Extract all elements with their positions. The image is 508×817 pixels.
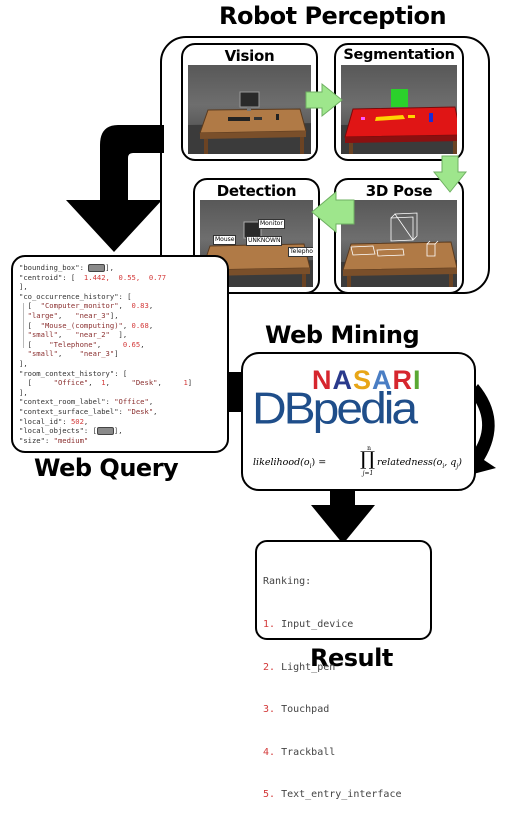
- nasari-letter: R: [392, 365, 414, 395]
- result-box: [255, 540, 432, 640]
- green-arrow-pose-to-detection: [311, 190, 355, 234]
- ranking-item: 3. Touchpad: [263, 704, 330, 716]
- segmentation-scene-drawing: [341, 89, 457, 154]
- segmentation-panel: Segmentation: [334, 43, 464, 161]
- ranking-item: 4. Trackball: [263, 746, 336, 758]
- collapsed-array-icon[interactable]: [88, 264, 106, 272]
- nasari-letter: S: [353, 365, 373, 395]
- query-line: "local_objects": [],: [19, 426, 123, 436]
- pose-3d-panel: 3D Pose: [334, 178, 464, 294]
- vision-panel: Vision: [181, 43, 318, 161]
- query-line: "room_context_history": [: [19, 368, 128, 378]
- nasari-letter: N: [312, 365, 333, 395]
- product-symbol: ∏: [360, 448, 376, 470]
- segmentation-scene-image: [341, 65, 457, 154]
- ranking-item: 1. Input_device: [263, 619, 354, 631]
- pose-3d-panel-title: 3D Pose: [365, 182, 433, 200]
- query-line: ],: [19, 358, 28, 368]
- query-line: [ "Computer_monitor", 0.83,: [19, 301, 154, 311]
- detection-label-mouse: Mouse: [213, 235, 237, 245]
- nasari-letter: I: [413, 365, 422, 395]
- ranking-item: 2. Light_pen: [263, 661, 336, 673]
- collapsed-array-icon[interactable]: [96, 427, 114, 436]
- dbpedia-logo: DBpedia: [252, 384, 418, 434]
- query-line: "local_id": 502,: [19, 416, 89, 426]
- query-line: [ "Telephone", 0.65,: [19, 339, 145, 349]
- query-line: "context_room_label": "Office",: [19, 397, 154, 407]
- ranking-item: 5. Text_entry_interface: [263, 789, 402, 801]
- detection-label-telephone: Telephone: [288, 247, 313, 257]
- web-mining-title: Web Mining: [265, 321, 420, 349]
- query-line: "large", "near_3"],: [27, 310, 119, 320]
- vision-scene-drawing: [188, 91, 311, 154]
- query-line: ],: [19, 282, 28, 292]
- black-arrow-mining-to-result: [311, 491, 375, 544]
- vision-panel-title: Vision: [224, 47, 275, 65]
- query-line: "centroid": [ 1.442, 0.55, 0.77: [19, 272, 167, 282]
- query-line: "small", "near_2" ],: [27, 330, 128, 340]
- web-query-indent-guide: [23, 303, 24, 348]
- query-line: "small", "near_3"]: [27, 349, 119, 359]
- query-line: [ "Mouse_(computing)", 0.68,: [19, 320, 154, 330]
- green-arrow-segmentation-to-pose: [432, 155, 468, 193]
- query-line: "size": "medium": [19, 435, 89, 445]
- ranking-heading: Ranking:: [263, 576, 312, 588]
- pose-3d-scene-image: [341, 200, 457, 287]
- nasari-logo: NASARI: [312, 365, 422, 396]
- likelihood-formula: likelihood(oi) = n ∏ j=1 relatedness(oi,…: [253, 445, 462, 477]
- detection-panel-title: Detection: [216, 182, 297, 200]
- detection-label-monitor: Monitor: [258, 219, 285, 229]
- query-line: ],: [19, 387, 28, 397]
- nasari-letter: A: [332, 365, 353, 395]
- result-title: Result: [310, 644, 393, 672]
- ranking-list: Ranking: 1. Input_device 2. Light_pen 3.…: [263, 547, 402, 817]
- segmentation-panel-title: Segmentation: [343, 47, 455, 63]
- green-arrow-vision-to-segmentation: [305, 82, 343, 118]
- detection-label-unknown: UNKNOWN: [246, 236, 283, 246]
- web-query-json: "bounding_box": ],"centroid": [ 1.442, 0…: [19, 263, 192, 445]
- web-mining-box: [241, 352, 476, 491]
- black-arrow-perception-to-query: [66, 125, 164, 252]
- perception-flow-arrows: [305, 82, 468, 234]
- robot-perception-title: Robot Perception: [219, 2, 447, 30]
- query-line: "co_occurrence_history": [: [19, 291, 132, 301]
- vision-scene-image: [188, 65, 311, 154]
- nasari-letter: A: [372, 365, 393, 395]
- web-query-box: [11, 255, 229, 453]
- query-line: "context_surface_label": "Desk",: [19, 406, 158, 416]
- pose-3d-scene-drawing: [341, 212, 457, 287]
- query-line: [ "Office", 1, "Desk", 1]: [19, 378, 193, 388]
- query-line: "bounding_box": ],: [19, 263, 114, 272]
- detection-scene-image: Monitor Mouse UNKNOWN Telephone: [200, 200, 313, 287]
- web-query-title: Web Query: [34, 454, 179, 482]
